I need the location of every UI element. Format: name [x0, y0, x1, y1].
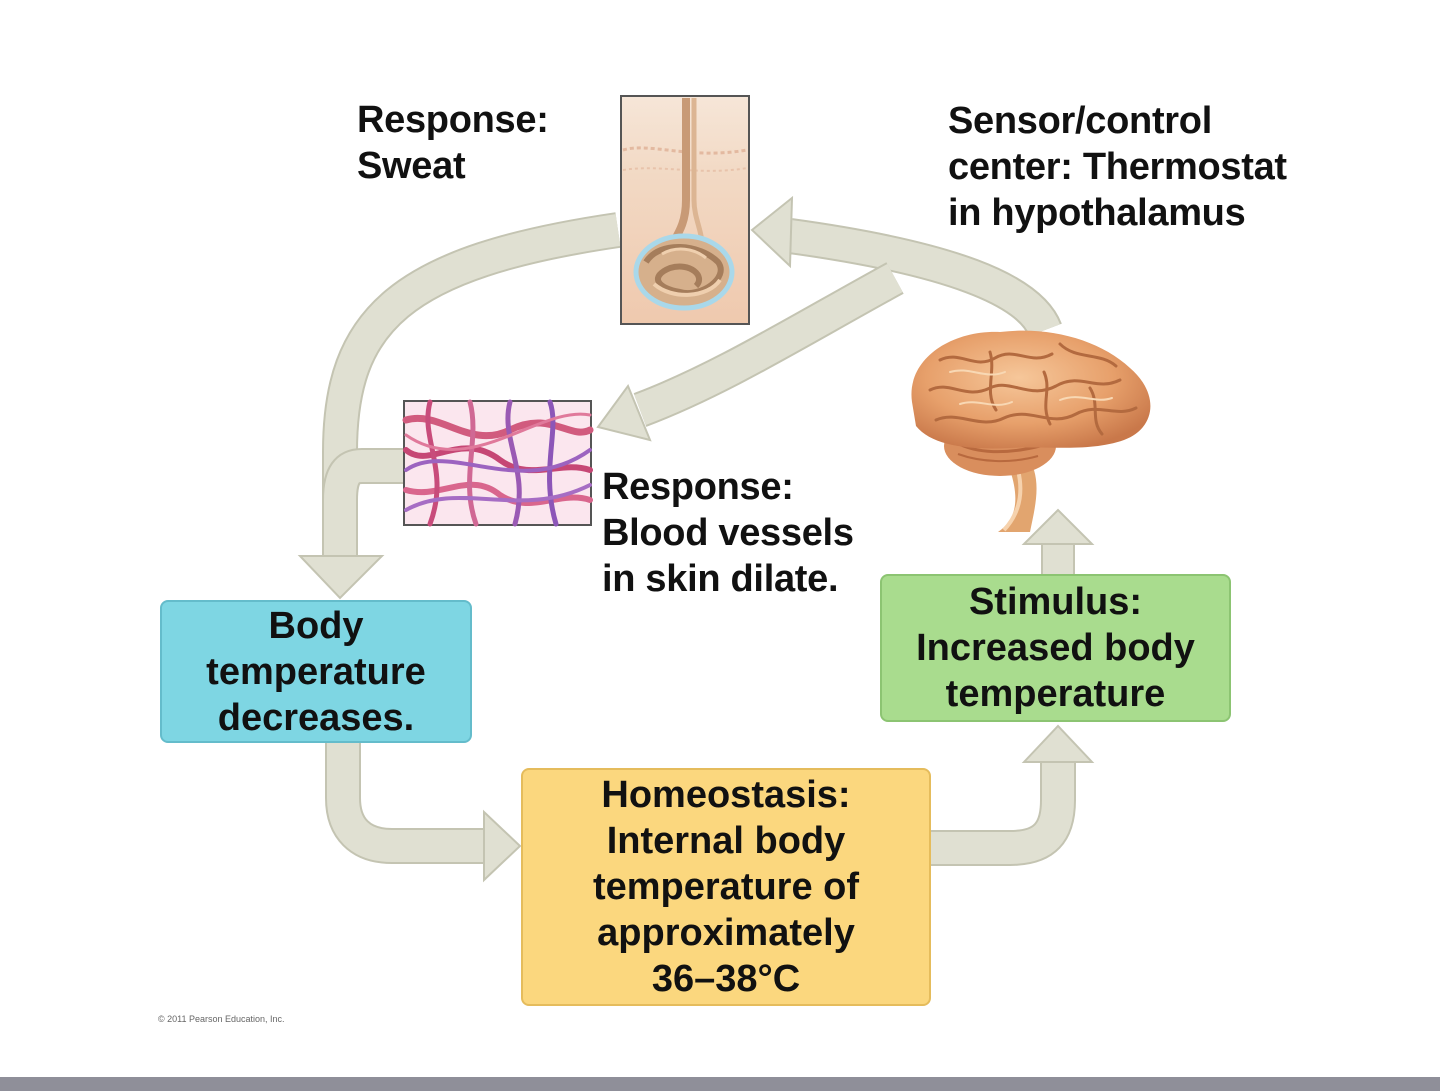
body-temperature-decreases-box: Body temperature decreases. — [160, 600, 472, 743]
label-response-blood-vessels: Response: Blood vessels in skin dilate. — [602, 466, 854, 600]
blood-vessels-icon — [402, 399, 594, 527]
arrow-stimulus-to-brain — [1041, 539, 1075, 577]
window-bottom-bar — [0, 1077, 1440, 1091]
homeostasis-box: Homeostasis: Internal body temperature o… — [521, 768, 931, 1006]
label-sensor-control-center: Sensor/control center: Thermostat in hyp… — [948, 100, 1287, 234]
sweat-gland-icon — [620, 95, 750, 325]
loop-arrows — [297, 195, 1095, 883]
copyright-notice: © 2011 Pearson Education, Inc. — [158, 1014, 285, 1024]
brain-icon — [911, 330, 1151, 532]
label-response-sweat: Response: Sweat — [357, 99, 549, 187]
stimulus-box: Stimulus: Increased body temperature — [880, 574, 1231, 722]
